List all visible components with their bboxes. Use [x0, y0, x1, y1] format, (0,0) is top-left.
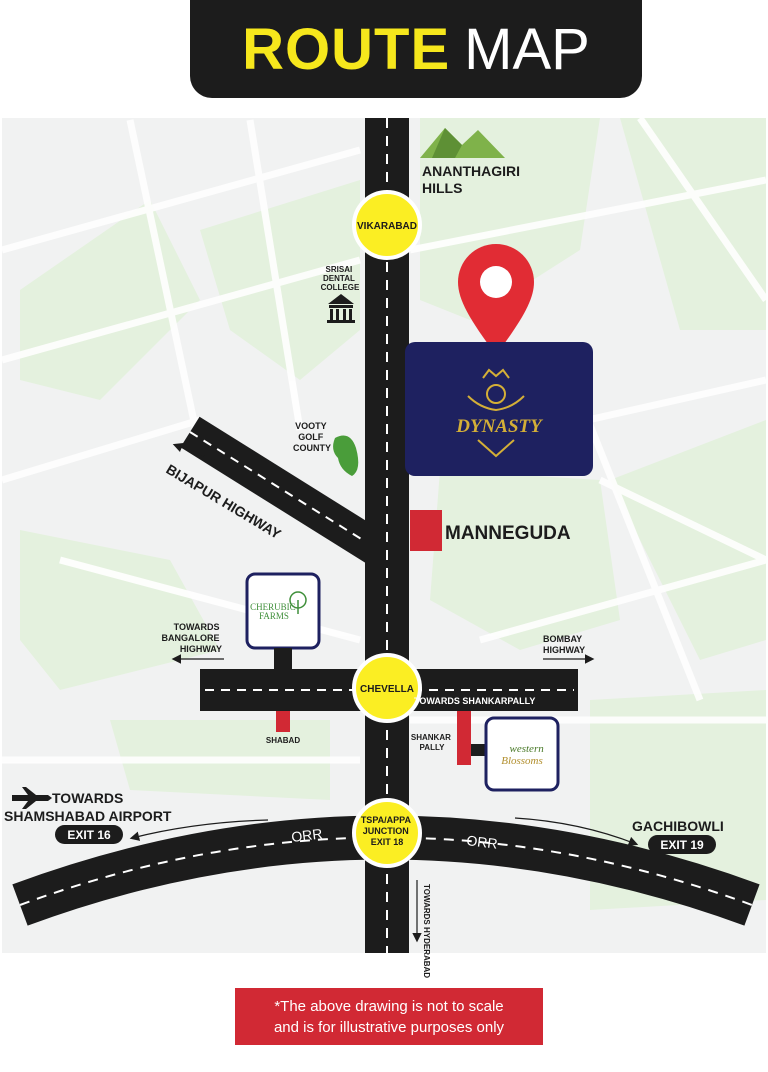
- green-areas: [20, 118, 766, 910]
- orr-left-label: ORR: [290, 825, 323, 845]
- chevella-label: CHEVELLA: [360, 684, 414, 695]
- srisai-label: SRISAI DENTAL COLLEGE: [321, 265, 360, 292]
- towards-hyderabad-label: TOWARDS HYDERABAD: [422, 884, 431, 978]
- gachibowli-label: GACHIBOWLI: [632, 818, 724, 834]
- shamshabad-airport-label: SHAMSHABAD AIRPORT: [4, 808, 172, 824]
- location-pin-icon: [458, 244, 534, 355]
- title-map: MAP: [464, 16, 590, 82]
- dynasty-logo-text: DYNASTY: [455, 416, 544, 437]
- tspa-junction[interactable]: [352, 798, 422, 868]
- western-blossoms-logo-text: western Blossoms: [501, 743, 546, 767]
- towards-bangalore-label: TOWARDS BANGALORE HIGHWAY: [161, 622, 222, 654]
- disclaimer-box: *The above drawing is not to scale and i…: [235, 988, 543, 1045]
- bijapur-highway-dash: [189, 431, 383, 553]
- shankarpally-label: SHANKAR PALLY: [411, 733, 453, 752]
- towards-airport-label: TOWARDS: [52, 790, 123, 806]
- cherubic-connector: [274, 648, 292, 669]
- exit19-label: EXIT 19: [660, 838, 704, 852]
- bombay-highway-label: BOMBAY HIGHWAY: [543, 634, 585, 655]
- golf-course-icon: [333, 435, 359, 476]
- disclaimer-line2: and is for illustrative purposes only: [273, 1018, 505, 1036]
- vikarabad-label: VIKARABAD: [357, 221, 417, 232]
- orr-right-label: ORR: [466, 832, 499, 852]
- airplane-icon: [12, 787, 52, 809]
- disclaimer-line1: *The above drawing is not to scale: [274, 997, 504, 1015]
- manneguda-label: MANNEGUDA: [445, 523, 571, 544]
- vikarabad-junction[interactable]: [352, 190, 422, 260]
- college-building-icon: [327, 294, 355, 323]
- orr-road-dash: [19, 836, 753, 906]
- exit19-badge: [648, 835, 716, 854]
- mountain-icon: [420, 128, 505, 158]
- ananthagiri-label: ANANTHAGIRI HILLS: [422, 163, 524, 196]
- title-banner: ROUTE MAP: [190, 0, 642, 98]
- shankarpally-marker: [457, 711, 471, 765]
- western-connector: [471, 744, 487, 756]
- chevella-junction[interactable]: [352, 653, 422, 723]
- exit16-badge: [55, 825, 123, 844]
- tree-icon: [289, 591, 307, 614]
- title-route: ROUTE: [242, 16, 451, 82]
- shabad-marker: [276, 711, 290, 732]
- manneguda-marker: [410, 510, 442, 551]
- towards-shankarpally-label: TOWARDS SHANKARPALLY: [414, 696, 535, 706]
- shabad-label: SHABAD: [266, 736, 300, 745]
- exit16-label: EXIT 16: [67, 828, 111, 842]
- gachibowli-arrow: [514, 817, 639, 846]
- vooty-label: VOOTY GOLF COUNTY: [293, 421, 331, 453]
- crest-icon: [467, 368, 525, 458]
- bijapur-arrow: [172, 443, 221, 463]
- cherubic-logo-text: CHERUBIC FARMS: [250, 602, 298, 621]
- western-blossoms-card[interactable]: [484, 716, 560, 792]
- tspa-label: TSPA/APPA JUNCTION EXIT 18: [361, 815, 413, 847]
- airport-arrow: [129, 819, 269, 841]
